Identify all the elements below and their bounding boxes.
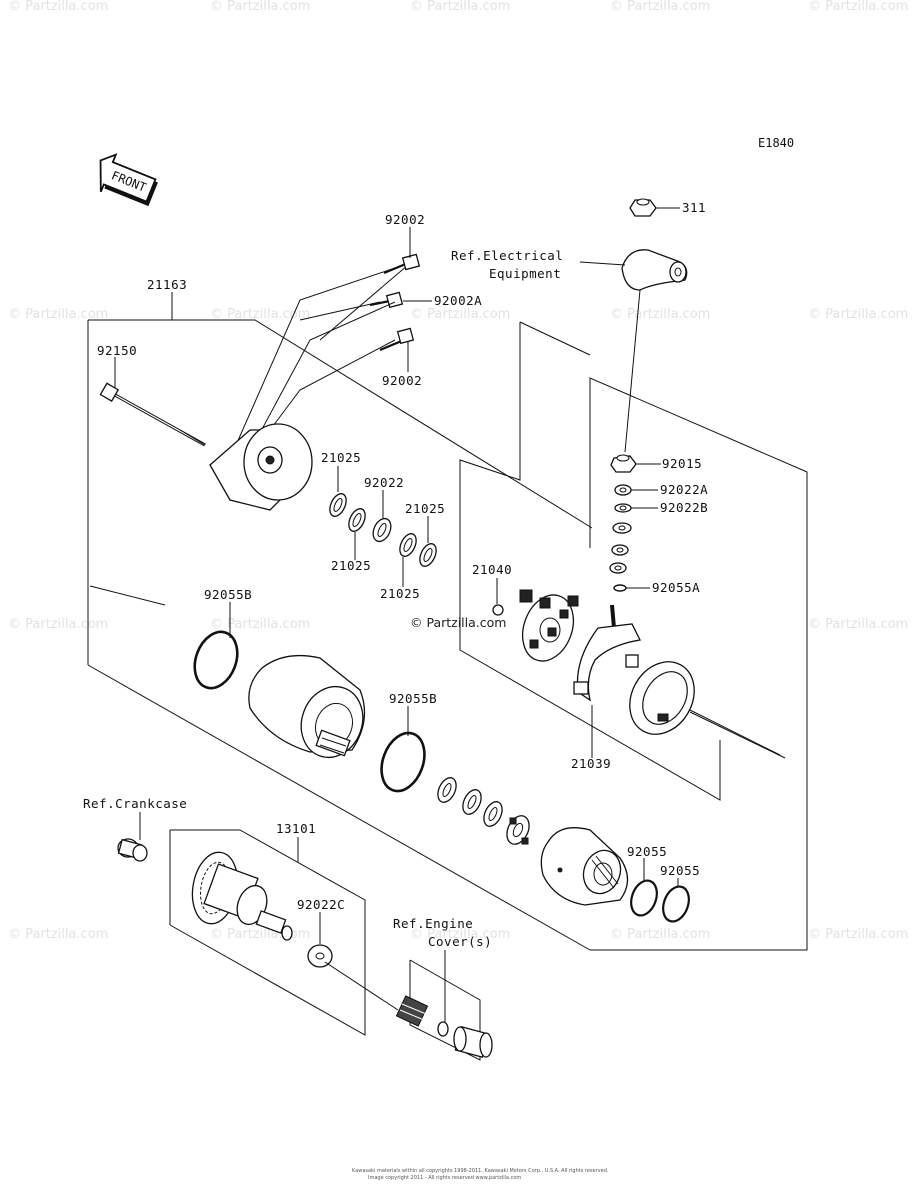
label-ref-crankcase: Ref.Crankcase xyxy=(83,796,187,811)
o-ring-92055B-left xyxy=(193,630,239,690)
label-ref-electrical-2: Equipment xyxy=(489,266,561,281)
label-92022C: 92022C xyxy=(297,897,345,912)
washer-21025 xyxy=(329,493,347,517)
washer-92022A xyxy=(614,484,632,496)
label-21025: 21025 xyxy=(331,558,371,573)
bolt-92002A xyxy=(299,291,404,321)
label-92002: 92002 xyxy=(385,212,425,227)
watermark: © Partzilla.com xyxy=(808,307,908,322)
nut-311 xyxy=(629,198,657,217)
o-ring-92055A xyxy=(613,584,627,592)
label-21040: 21040 xyxy=(472,562,512,577)
label-21025: 21025 xyxy=(321,450,361,465)
watermark: © Partzilla.com xyxy=(8,0,108,14)
label-92055: 92055 xyxy=(627,844,667,859)
label-92022B: 92022B xyxy=(660,500,708,515)
label-92022A: 92022A xyxy=(660,482,708,497)
watermark: © Partzilla.com xyxy=(210,0,310,14)
diagram-code: E1840 xyxy=(758,136,794,150)
end-cover-21163 xyxy=(209,267,396,511)
watermark: © Partzilla.com xyxy=(8,307,108,322)
starter-motor-body xyxy=(248,654,366,759)
watermark: © Partzilla.com xyxy=(610,927,710,942)
label-92150: 92150 xyxy=(97,343,137,358)
watermark: © Partzilla.com xyxy=(8,617,108,632)
yoke-cap-leader xyxy=(689,711,786,759)
terminal-stud-line xyxy=(624,289,641,453)
bearing-seal xyxy=(506,815,530,845)
label-92055A: 92055A xyxy=(652,580,700,595)
washer-21025 xyxy=(399,533,417,557)
nut-92015 xyxy=(610,454,637,473)
watermark: © Partzilla.com xyxy=(610,307,710,322)
small-ring xyxy=(437,1021,449,1037)
label-ref-engine-2: Cover(s) xyxy=(428,934,492,949)
brush-plate-21040 xyxy=(492,589,579,662)
watermark: © Partzilla.com xyxy=(410,0,510,14)
through-bolt-92150 xyxy=(99,382,206,447)
washer-92022 xyxy=(372,517,392,543)
washer-92022B xyxy=(614,503,632,513)
washer-leader xyxy=(324,961,399,1011)
watermark: © Partzilla.com xyxy=(808,927,908,942)
o-ring-92055 xyxy=(630,879,658,917)
edge-watermarks: © Partzilla.com © Partzilla.com © Partzi… xyxy=(8,0,908,942)
label-311: 311 xyxy=(682,200,706,215)
watermark: © Partzilla.com xyxy=(610,0,710,14)
label-92015: 92015 xyxy=(662,456,702,471)
label-13101: 13101 xyxy=(276,821,316,836)
bolt-92002-top xyxy=(319,253,421,341)
terminal-cap xyxy=(621,249,688,291)
watermark: © Partzilla.com xyxy=(808,0,908,14)
watermark: © Partzilla.com xyxy=(210,307,310,322)
label-ref-electrical: Ref.Electrical xyxy=(451,248,563,263)
spring xyxy=(395,995,429,1027)
washer-92022C xyxy=(307,944,333,968)
label-21163: 21163 xyxy=(147,277,187,292)
copyright-line: Kawasaki materials within all copyrights… xyxy=(352,1168,609,1174)
watermark: © Partzilla.com xyxy=(808,617,908,632)
label-ref-engine: Ref.Engine xyxy=(393,916,473,931)
engine-cover-bushing xyxy=(453,1025,493,1059)
center-watermark: © Partzilla.com xyxy=(410,615,506,630)
watermark: © Partzilla.com xyxy=(410,927,510,942)
o-ring-92055 xyxy=(662,885,690,923)
watermark: © Partzilla.com xyxy=(210,617,310,632)
washer-21025 xyxy=(348,508,366,532)
label-92002A: 92002A xyxy=(434,293,482,308)
leader-lines xyxy=(114,207,680,1022)
watermark: © Partzilla.com xyxy=(410,307,510,322)
label-92022: 92022 xyxy=(364,475,404,490)
clutch-gear-13101 xyxy=(191,851,293,941)
copyright-line: Image copyright 2011 - All rights reserv… xyxy=(368,1175,521,1181)
bolt-92002-mid xyxy=(379,327,415,352)
o-ring-92055B-mid xyxy=(380,731,426,793)
label-92055B: 92055B xyxy=(204,587,252,602)
label-21039: 21039 xyxy=(571,756,611,771)
front-arrow-icon: FRONT xyxy=(99,153,158,207)
ref-crankcase-pin xyxy=(117,838,148,862)
front-cover xyxy=(540,827,629,906)
label-92002: 92002 xyxy=(382,373,422,388)
label-21025: 21025 xyxy=(405,501,445,516)
yoke-cap-21039 xyxy=(629,661,695,735)
watermark: © Partzilla.com xyxy=(8,927,108,942)
washer-21025 xyxy=(419,543,437,567)
watermark: © Partzilla.com xyxy=(210,927,310,942)
washer-stack xyxy=(609,522,632,574)
panel-outlines xyxy=(87,319,808,1061)
shim-washers xyxy=(437,777,503,827)
label-92055: 92055 xyxy=(660,863,700,878)
label-92055B: 92055B xyxy=(389,691,437,706)
brush-holder-21039 xyxy=(573,604,641,702)
label-21025: 21025 xyxy=(380,586,420,601)
